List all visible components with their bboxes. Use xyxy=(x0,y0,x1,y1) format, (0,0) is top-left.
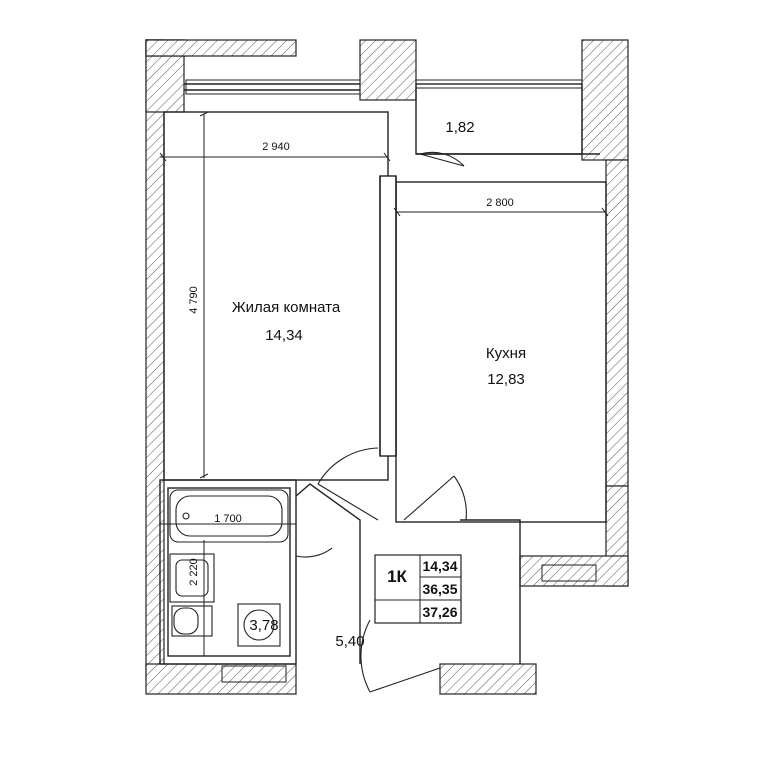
dim-bath-width: 1 700 xyxy=(214,513,242,525)
doors xyxy=(295,151,467,693)
balcony-area: 1,82 xyxy=(445,119,474,136)
summary-area-without-balcony: 36,35 xyxy=(422,581,457,597)
hallway-area: 5,40 xyxy=(335,633,364,650)
kitchen-area: 12,83 xyxy=(487,371,525,388)
bath-fixtures xyxy=(169,489,289,647)
dim-living-length: 4 790 xyxy=(188,286,200,314)
living-room-name: Жилая комната xyxy=(232,299,341,316)
kitchen-name: Кухня xyxy=(486,345,526,362)
summary-living-area: 14,34 xyxy=(422,558,457,574)
dim-living-width: 2 940 xyxy=(262,141,290,153)
dimension-lines xyxy=(159,111,609,656)
summary-total-area: 37,26 xyxy=(422,604,457,620)
area-summary-badge: 1К 14,34 36,35 37,26 xyxy=(374,554,462,624)
dim-bath-length: 2 220 xyxy=(188,558,200,586)
living-room-area: 14,34 xyxy=(265,327,303,344)
inner-walls xyxy=(159,83,607,665)
dim-kitchen-width: 2 800 xyxy=(486,197,514,209)
bathroom-area: 3,78 xyxy=(249,617,278,634)
outer-walls xyxy=(145,39,629,695)
windows xyxy=(185,79,597,683)
apartment-type: 1К xyxy=(387,567,407,586)
